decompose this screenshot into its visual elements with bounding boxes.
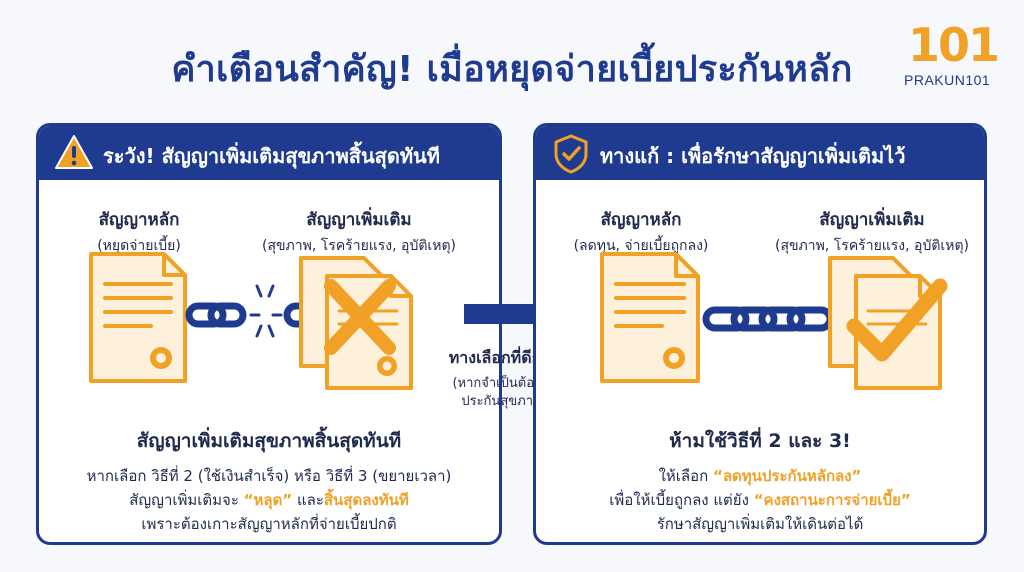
rider-contract-subtitle: (สุขภาพ, โรคร้ายแรง, อุบัติเหตุ) <box>261 238 457 254</box>
rider-contract-title-solution: สัญญาเพิ่มเติม <box>819 210 925 230</box>
warning-line-2-mid: และ <box>292 491 324 509</box>
rider-contract-label: สัญญาเพิ่มเติม (สุขภาพ, โรคร้ายแรง, อุบั… <box>249 206 469 257</box>
solution-line-2: เพื่อให้เบี้ยถูกลง แต่ยัง “คงสถานะการจ่า… <box>536 488 984 512</box>
main-contract-document-icon <box>89 252 187 383</box>
warning-line-3: เพราะต้องเกาะสัญญาหลักที่จ่ายเบี้ยปกติ <box>141 515 397 533</box>
main-contract-subtitle: (หยุดจ่ายเบี้ย) <box>97 238 181 254</box>
solution-highlight-reduce: “ลดทุนประกันหลักลง” <box>712 467 862 485</box>
warning-bottom-title: สัญญาเพิ่มเติมสุขภาพสิ้นสุดทันที <box>136 430 402 452</box>
main-contract-title-solution: สัญญาหลัก <box>600 210 682 230</box>
better-option-label: ทางเลือกที่ดีกว่า (หากจำเป็นต้องใช้ ประก… <box>444 346 564 411</box>
check-icon <box>846 278 948 362</box>
better-option-title: ทางเลือกที่ดีกว่า <box>448 348 560 367</box>
warning-highlight-detach: “หลุด” <box>243 491 293 509</box>
main-contract-label: สัญญาหลัก (หยุดจ่ายเบี้ย) <box>79 206 199 257</box>
solution-line-1: ให้เลือก “ลดทุนประกันหลักลง” <box>536 464 984 488</box>
warning-explanation: สัญญาเพิ่มเติมสุขภาพสิ้นสุดทันที หากเลือ… <box>39 426 499 536</box>
solution-explanation: ห้ามใช้วิธีที่ 2 และ 3! ให้เลือก “ลดทุนป… <box>536 426 984 536</box>
shield-check-icon <box>554 134 588 174</box>
main-contract-document-icon-solution <box>600 252 700 383</box>
rider-contract-title: สัญญาเพิ่มเติม <box>306 210 412 230</box>
solution-panel: ทางแก้ : เพื่อรักษาสัญญาเพิ่มเติมไว้ สัญ… <box>533 123 987 545</box>
warning-line-2-prefix: สัญญาเพิ่มเติมจะ <box>129 491 244 509</box>
rider-contract-documents-icon-solution <box>828 256 942 390</box>
warning-line-1: หากเลือก วิธีที่ 2 (ใช้เงินสำเร็จ) หรือ … <box>86 467 452 485</box>
logo-brand: PRAKUN101 <box>904 72 991 88</box>
main-contract-title: สัญญาหลัก <box>98 210 180 230</box>
solution-panel-header: ทางแก้ : เพื่อรักษาสัญญาเพิ่มเติมไว้ <box>536 126 984 180</box>
warning-panel-header: ระวัง! สัญญาเพิ่มเติมสุขภาพสิ้นสุดทันที <box>39 126 499 180</box>
solution-bottom-title: ห้ามใช้วิธีที่ 2 และ 3! <box>669 430 851 452</box>
warning-panel: ระวัง! สัญญาเพิ่มเติมสุขภาพสิ้นสุดทันที … <box>36 123 502 545</box>
warning-panel-title: ระวัง! สัญญาเพิ่มเติมสุขภาพสิ้นสุดทันที <box>103 144 440 168</box>
rider-contract-subtitle-solution: (สุขภาพ, โรคร้ายแรง, อุบัติเหตุ) <box>774 238 970 254</box>
linked-contract-illustration <box>600 252 948 390</box>
rider-contract-label-solution: สัญญาเพิ่มเติม (สุขภาพ, โรคร้ายแรง, อุบั… <box>761 206 983 257</box>
page-title: คำเตือนสำคัญ! เมื่อหยุดจ่ายเบี้ยประกันหล… <box>171 49 853 90</box>
cross-icon <box>324 279 396 355</box>
better-option-note-1: (หากจำเป็นต้องใช้ <box>452 376 556 391</box>
solution-highlight-keep: “คงสถานะการจ่ายเบี้ย” <box>753 491 911 509</box>
logo-number: 101 <box>908 18 1000 72</box>
warning-line-2: สัญญาเพิ่มเติมจะ “หลุด” และสิ้นสุดลงทันท… <box>39 488 499 512</box>
main-contract-label-solution: สัญญาหลัก (ลดทุน, จ่ายเบี้ยถูกลง) <box>566 206 716 257</box>
warning-highlight-terminate: สิ้นสุดลงทันที <box>323 491 409 509</box>
solution-line-3: รักษาสัญญาเพิ่มเติมให้เดินต่อได้ <box>656 515 864 533</box>
solution-panel-title: ทางแก้ : เพื่อรักษาสัญญาเพิ่มเติมไว้ <box>600 144 906 168</box>
chain-icon <box>702 306 834 332</box>
solution-line-2-prefix: เพื่อให้เบี้ยถูกลง แต่ยัง <box>609 491 754 509</box>
solution-line-1-prefix: ให้เลือก <box>658 467 713 485</box>
better-option-note-2: ประกันสุขภาพ) <box>461 394 547 409</box>
logo: 101 PRAKUN101 <box>900 18 1010 98</box>
main-contract-subtitle-solution: (ลดทุน, จ่ายเบี้ยถูกลง) <box>573 238 709 254</box>
broken-contract-illustration <box>89 252 413 390</box>
warning-icon <box>55 135 93 169</box>
